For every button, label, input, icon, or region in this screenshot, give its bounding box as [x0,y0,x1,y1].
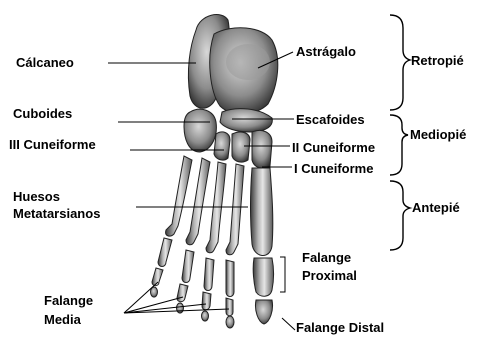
brace-antepie [390,181,410,250]
label-huesos: Huesos [13,189,60,204]
cuneiform-i-bone [252,130,272,168]
label-falange-proximal-line1: Falange [302,250,351,265]
cuboid-bone [184,109,216,152]
label-falange-media-line1: Falange [44,293,93,308]
label-antepie: Antepié [412,200,460,215]
label-ii-cuneiforme: II Cuneiforme [292,140,375,155]
label-escafoides: Escafoides [296,112,365,127]
brace-mediopie [390,115,408,175]
label-cuboides: Cuboides [13,106,72,121]
label-falange-distal: Falange Distal [296,320,384,335]
metatarsal-bones [166,156,273,256]
cuneiform-iii-bone [214,132,230,160]
distal-phalanges [151,287,273,328]
label-retropie: Retropié [411,53,464,68]
label-astragalo: Astrágalo [296,44,356,59]
label-iii-cuneiforme: III Cuneiforme [9,137,96,152]
label-calcaneo: Cálcaneo [16,55,74,70]
leader-falange-distal [282,318,295,330]
label-mediopie: Mediopié [410,127,466,142]
label-metatarsianos: Metatarsianos [13,206,100,221]
bracket-falange-proximal [280,257,285,292]
brace-retropie [390,15,410,110]
cuneiform-ii-bone [232,132,250,162]
label-falange-media-line2: Media [44,312,81,327]
label-i-cuneiforme: I Cuneiforme [294,161,373,176]
label-falange-proximal-line2: Proximal [302,268,357,283]
talus-bone [210,28,278,114]
region-braces [390,15,410,250]
navicular-bone [220,109,272,132]
